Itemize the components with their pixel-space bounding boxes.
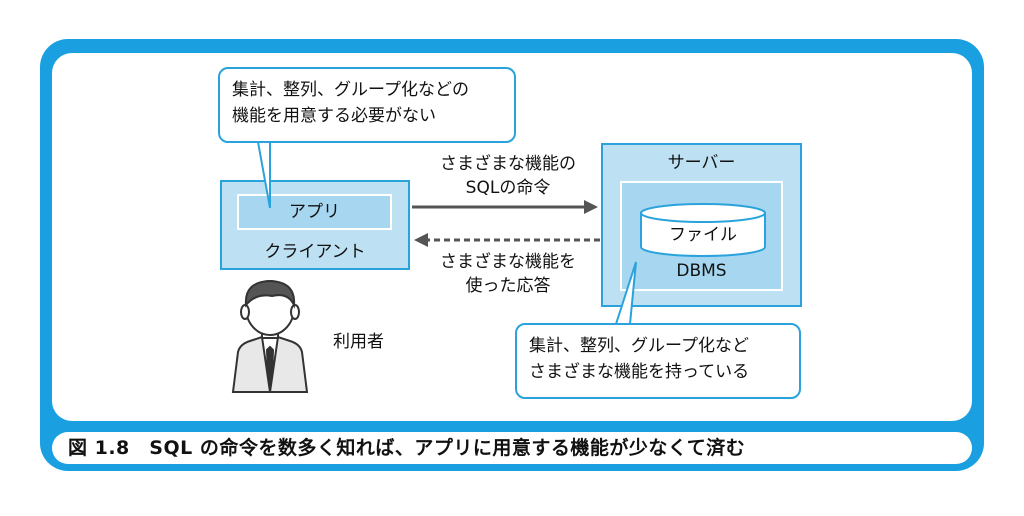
person-icon <box>231 279 309 393</box>
request-arrow <box>412 200 598 214</box>
figure-caption: 図 1.8 SQL の命令を数多く知れば、アプリに用意する機能が少なくて済む <box>68 437 746 459</box>
dbms-label: DBMS <box>676 261 727 281</box>
callout-bottom-tail <box>615 261 637 325</box>
callout-top-line1: 集計、整列、グループ化などの <box>232 80 469 100</box>
callout-top-line2: 機能を用意する必要がない <box>232 106 436 126</box>
server-label: サーバー <box>667 153 736 173</box>
response-arrow <box>414 233 600 247</box>
request-label-line1: さまざまな機能の <box>440 154 576 174</box>
response-label-line2: 使った応答 <box>465 276 551 296</box>
response-label: さまざまな機能を 使った応答 <box>415 250 601 298</box>
response-label-line1: さまざまな機能を <box>440 252 576 272</box>
database-cylinder-icon <box>640 203 766 257</box>
user-label: 利用者 <box>333 332 384 352</box>
request-label-line2: SQLの命令 <box>465 178 551 198</box>
callout-top-tail <box>257 141 271 209</box>
client-label: クライアント <box>264 242 366 262</box>
callout-top: 集計、整列、グループ化などの 機能を用意する必要がない <box>218 67 516 143</box>
caption-bar <box>52 432 972 464</box>
request-label: さまざまな機能の SQLの命令 <box>415 152 601 200</box>
callout-bottom-line1: 集計、整列、グループ化など <box>529 336 749 356</box>
file-label: ファイル <box>669 225 737 245</box>
callout-bottom-line2: さまざまな機能を持っている <box>529 362 750 382</box>
callout-bottom: 集計、整列、グループ化など さまざまな機能を持っている <box>515 323 801 399</box>
app-box: アプリ <box>237 194 392 230</box>
